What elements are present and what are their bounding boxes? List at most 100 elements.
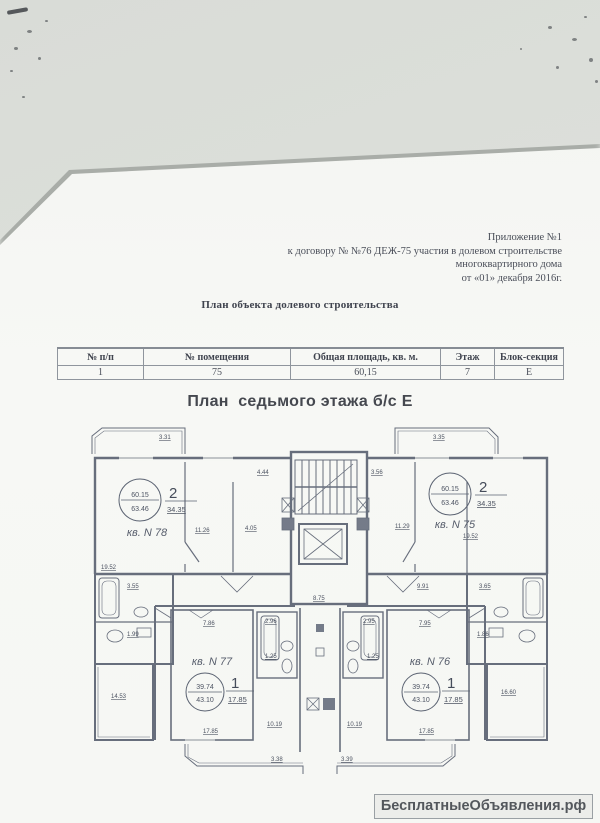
dim-balcony-tr: 3.35 — [433, 435, 445, 441]
dim-balcony-tl: 3.31 — [159, 435, 171, 441]
scan-speck — [595, 80, 598, 83]
apt77-living-area: 17.85 — [228, 695, 247, 704]
dim-stair-w: 4.44 — [257, 470, 269, 476]
dim-wc-c-l: 1.25 — [265, 654, 277, 660]
apartment-76-label: кв. N 76 39.74 43.10 1 17.85 17.85 7.95 — [401, 621, 470, 735]
dim-hall-b-r: 10.19 — [347, 722, 363, 728]
bathroom-76 — [342, 611, 384, 679]
interior-walls-upper — [184, 462, 468, 574]
dim-hall-b-l: 10.19 — [267, 722, 283, 728]
apt76-living-area: 17.85 — [444, 695, 463, 704]
dim-balcony-br: 3.39 — [341, 757, 353, 763]
table-row: 1 75 60,15 7 Е — [57, 365, 564, 380]
dim-bath-c-r: 2.95 — [363, 619, 375, 625]
dim-hall75: 11.29 — [395, 524, 410, 530]
apartment-75-label: 60.15 63.46 2 34.35 кв. N 75 19.52 — [428, 472, 507, 540]
loggia-right — [486, 664, 548, 741]
dim-entry78: 4.05 — [245, 526, 257, 532]
dimension-labels: 3.31 3.35 4.44 3.56 11.26 4.05 11.29 9.9… — [111, 435, 517, 763]
dim-hall78: 11.26 — [195, 528, 210, 534]
staircase — [289, 450, 369, 606]
dim-room78: 19.52 — [101, 565, 117, 571]
dim-wc-l: 1.99 — [127, 632, 139, 638]
bathroom-77 — [256, 611, 298, 679]
apt76-rooms: 1 — [447, 675, 455, 692]
bathroom-right — [466, 574, 548, 665]
apartment-77-walls — [154, 605, 295, 743]
bathroom-left — [94, 574, 174, 665]
dim-stair-d: 3.56 — [371, 470, 383, 476]
watermark-badge: БесплатныеОбъявления.рф — [374, 794, 593, 819]
scan-speck — [572, 38, 577, 41]
apt77-rooms: 1 — [231, 675, 239, 692]
cell-number: 1 — [57, 365, 144, 380]
table-header-row: № п/п № помещения Общая площадь, кв. м. … — [57, 347, 564, 366]
col-header-floor: Этаж — [440, 347, 495, 366]
dim-bath-l: 3.55 — [127, 584, 139, 590]
col-header-area: Общая площадь, кв. м. — [290, 347, 441, 366]
apartment-77-label: кв. N 77 39.74 43.10 1 17.85 17.85 7.86 — [185, 621, 254, 735]
elevator — [298, 523, 348, 565]
apartment-78-label: 60.15 63.46 2 34.35 кв. N 78 19.52 — [101, 478, 197, 571]
dim-room76-width: 7.95 — [419, 621, 431, 627]
central-shaft-column — [299, 608, 341, 752]
dim-strip-r: 16.60 — [501, 690, 517, 696]
scan-speck — [556, 66, 559, 69]
scan-speck — [14, 47, 18, 50]
apt78-living-area: 34.35 — [167, 505, 186, 514]
dim-bath-c-l: 2.96 — [265, 619, 277, 625]
scan-speck — [589, 58, 593, 62]
scan-speck — [27, 30, 32, 33]
apt77-area-total: 39.74 — [196, 684, 214, 691]
dim-side-r: 9.91 — [417, 584, 429, 590]
header-line-appendix: Приложение №1 — [487, 232, 562, 243]
document-subtitle: План объекта долевого строительства — [201, 299, 399, 311]
scan-speck — [38, 57, 41, 60]
apt78-number: кв. N 78 — [127, 527, 168, 539]
scan-speck — [548, 26, 552, 29]
col-header-number: № п/п — [57, 347, 144, 366]
apt78-area-paid: 63.46 — [131, 506, 149, 513]
apt75-rooms: 2 — [479, 479, 487, 496]
dim-room75: 19.52 — [463, 534, 479, 540]
document-header: Приложение №1 к договору № №76 ДЕЖ-75 уч… — [222, 231, 562, 285]
dim-corridor: 8.75 — [313, 596, 325, 602]
cell-area: 60,15 — [290, 365, 441, 380]
dim-room76-bottom: 17.85 — [419, 729, 435, 735]
scan-speck — [10, 70, 13, 72]
floor-plan-drawing: 60.15 63.46 2 34.35 кв. N 78 19.52 60.15… — [91, 427, 549, 774]
apt78-rooms: 2 — [169, 485, 177, 502]
dim-room77-bottom: 17.85 — [203, 729, 219, 735]
window-marks — [119, 455, 523, 461]
dim-room77-width: 7.86 — [203, 621, 215, 627]
balcony-bottom — [184, 744, 456, 774]
dim-bath-r: 3.65 — [479, 584, 491, 590]
scan-speck — [22, 96, 25, 98]
scan-speck — [520, 48, 522, 50]
door-swings — [154, 575, 486, 619]
apt77-number: кв. N 77 — [192, 656, 233, 668]
col-header-block: Блок-секция — [494, 347, 564, 366]
col-header-premises: № помещения — [143, 347, 291, 366]
balcony-top-right — [394, 427, 499, 454]
apt76-number: кв. N 76 — [410, 656, 451, 668]
apt75-number: кв. N 75 — [435, 519, 476, 531]
dim-strip-l: 14.53 — [111, 694, 127, 700]
cell-floor: 7 — [440, 365, 495, 380]
balcony-top-left — [91, 427, 186, 454]
apartment-76-walls — [347, 605, 486, 743]
loggia-left — [94, 664, 154, 741]
scan-speck — [6, 7, 29, 15]
apt75-area-paid: 63.46 — [441, 500, 459, 507]
dim-wc-c-r: 1.25 — [367, 654, 379, 660]
floor-plan-title: План седьмого этажа б/с Е — [187, 393, 413, 410]
cell-premises: 75 — [143, 365, 291, 380]
header-line-contract: к договору № №76 ДЕЖ-75 участия в долево… — [287, 245, 562, 257]
header-line-date: от «01» декабря 2016г. — [461, 272, 562, 284]
apt78-area-total: 60.15 — [131, 492, 149, 499]
apt75-living-area: 34.35 — [477, 499, 496, 508]
header-line-building: многоквартирного дома — [455, 259, 562, 270]
apt76-area-paid: 43.10 — [412, 697, 430, 704]
